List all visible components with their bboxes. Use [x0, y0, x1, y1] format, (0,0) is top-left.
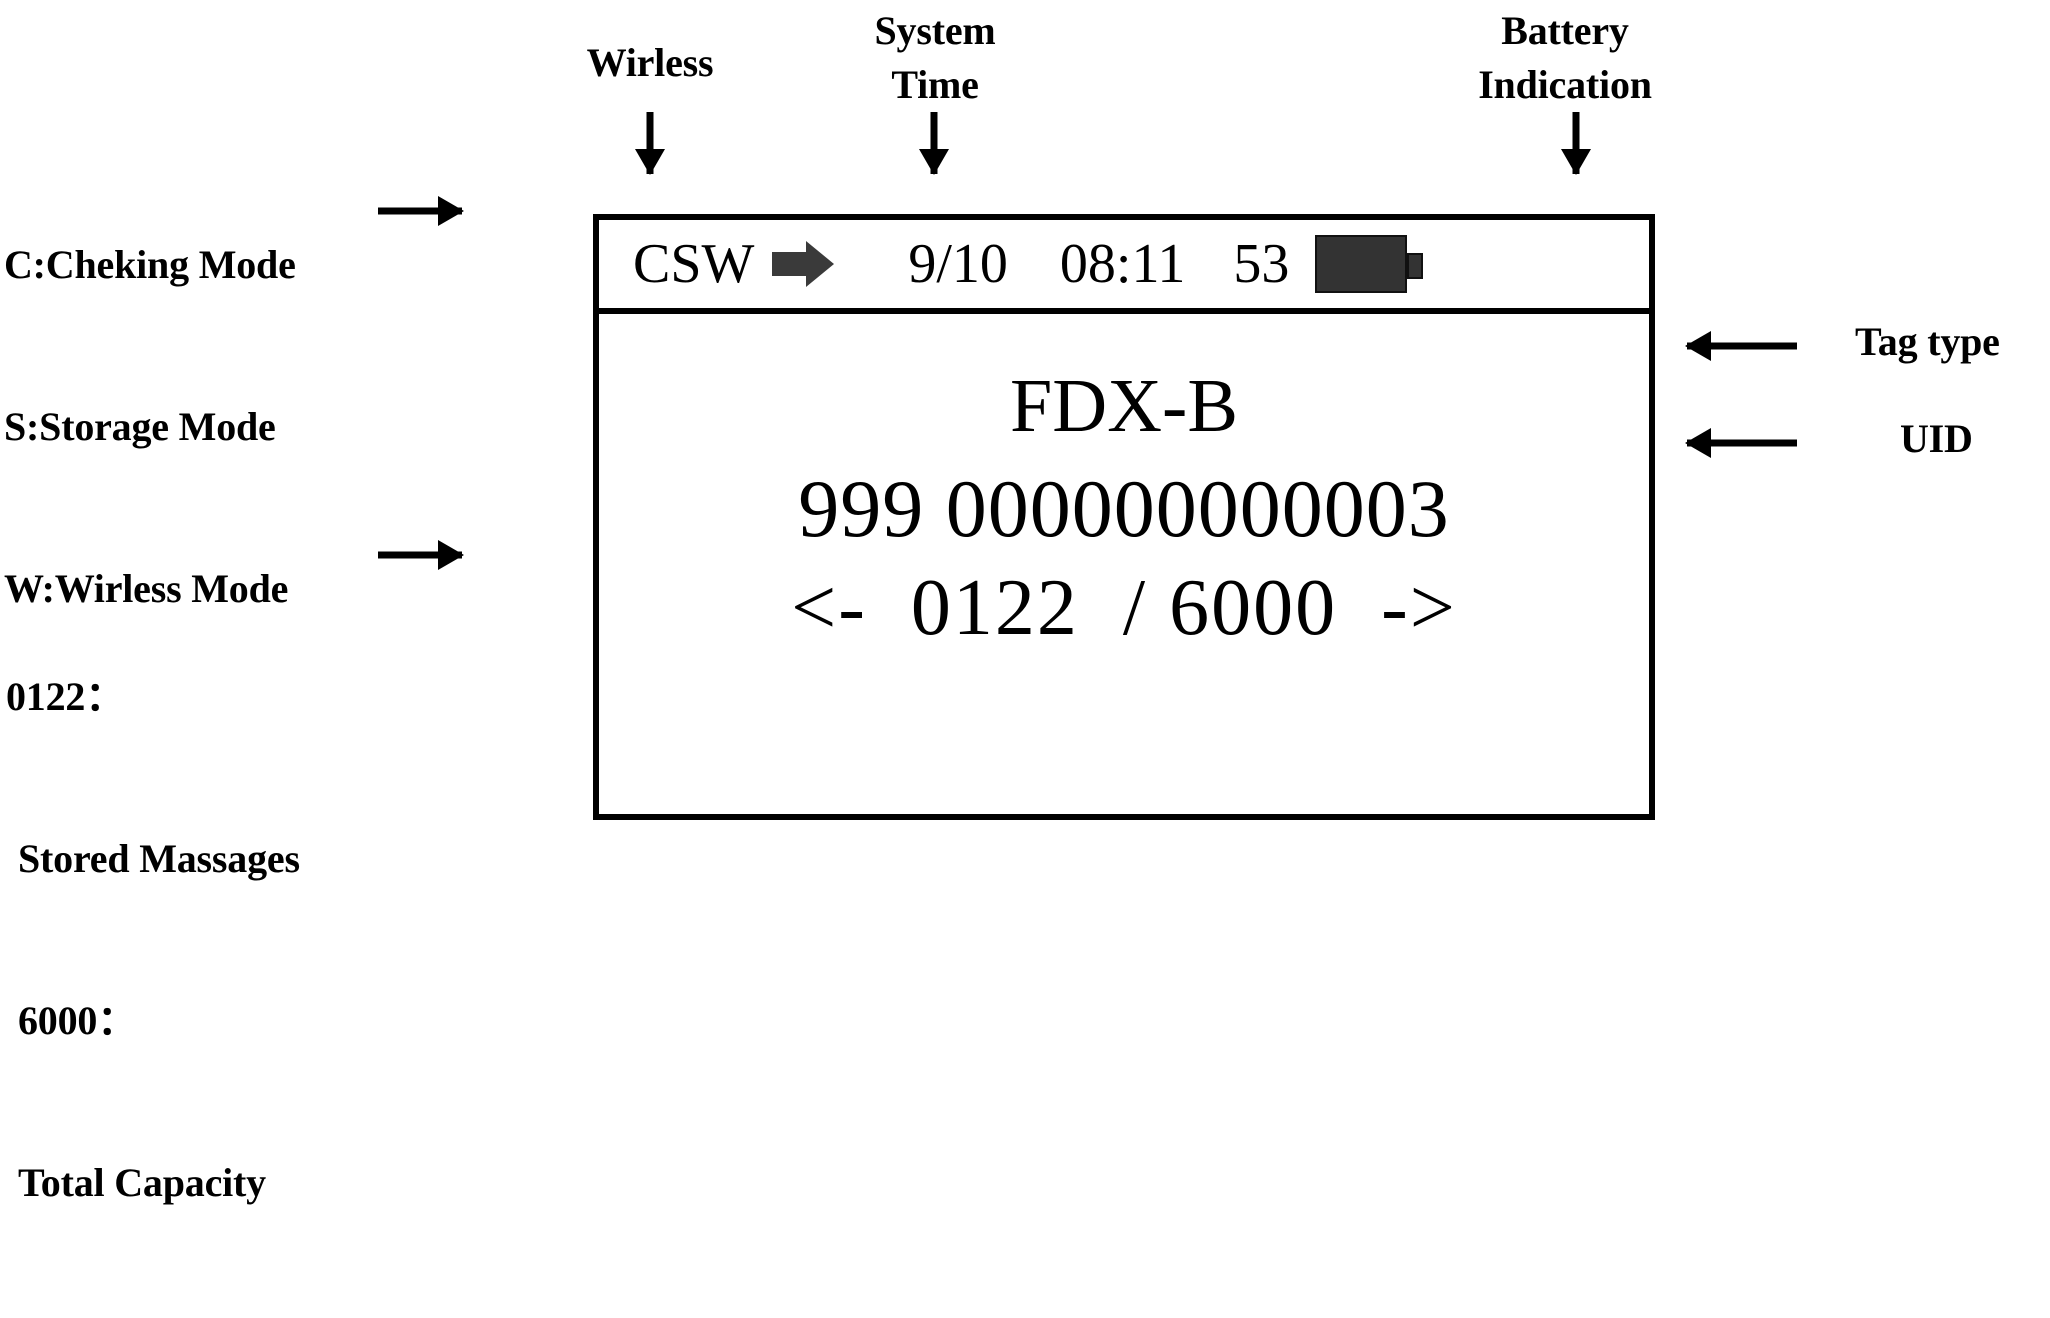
capacity-legend: 0122： Stored Massages 6000： Total Capaci…	[6, 562, 438, 1318]
battery-nub	[1407, 253, 1424, 279]
capacity-legend-total-value: 6000：	[18, 998, 137, 1043]
capacity-legend-stored-label: Stored Massages	[18, 836, 300, 881]
battery-icon	[1315, 235, 1424, 293]
callout-wireless-label: Wirless	[586, 40, 714, 85]
status-time: 08:11	[1059, 233, 1186, 295]
arrow-shaft	[378, 551, 462, 559]
arrow-tip	[806, 241, 835, 287]
status-mode-letters: CSW	[633, 233, 755, 295]
capacity-legend-stored-value: 0122：	[6, 674, 125, 719]
uid-value: 999 000000000003	[798, 463, 1450, 554]
arrow-head	[438, 196, 464, 226]
battery-shell	[1315, 235, 1408, 293]
arrow-shaft	[1572, 112, 1580, 174]
lcd-screen: CSW 9/10 08:11 53 FDX-B 999 000000000003…	[593, 214, 1655, 820]
record-nav[interactable]: <- 0122 / 6000 ->	[791, 564, 1457, 652]
callout-system-time-label: System Time	[874, 8, 996, 107]
arrow-left-tag-type-icon	[1685, 331, 1797, 361]
arrow-head	[919, 149, 949, 175]
status-battery-percent: 53	[1233, 233, 1290, 295]
capacity-legend-total-label: Total Capacity	[18, 1160, 266, 1205]
tag-type-value: FDX-B	[1009, 364, 1239, 448]
mode-legend-line-checking: C:Cheking Mode	[4, 242, 296, 287]
arrow-shaft	[378, 207, 462, 215]
diagram-canvas: C:Cheking Mode S:Storage Mode W:Wirless …	[4, 8, 2000, 1205]
arrow-down-wireless-icon	[633, 112, 667, 175]
mode-legend-line-storage: S:Storage Mode	[4, 404, 276, 449]
mode-legend: C:Cheking Mode S:Storage Mode W:Wirless …	[4, 130, 424, 724]
arrow-head	[635, 149, 665, 175]
arrow-head	[1561, 149, 1591, 175]
arrow-down-system-time-icon	[917, 112, 951, 175]
mode-legend-line-wireless: W:Wirless Mode	[4, 566, 289, 611]
arrow-right-mode-legend-icon	[378, 196, 464, 226]
arrow-body	[772, 252, 809, 276]
arrow-shaft	[1687, 439, 1797, 447]
arrow-left-uid-icon	[1685, 428, 1797, 458]
arrow-down-battery-icon	[1559, 112, 1593, 175]
callout-tag-type-label: Tag type	[1855, 319, 2000, 364]
status-date: 9/10	[908, 233, 1008, 295]
arrow-head	[438, 540, 464, 570]
lcd-main-area: FDX-B 999 000000000003 <- 0122 / 6000 ->	[599, 366, 1649, 866]
wireless-arrow-icon	[772, 241, 835, 287]
arrow-head	[1685, 428, 1711, 458]
callout-battery-label: Battery Indication	[1478, 8, 1652, 107]
arrow-head	[1685, 331, 1711, 361]
arrow-right-capacity-legend-icon	[378, 540, 464, 570]
arrow-shaft	[930, 112, 938, 174]
lcd-status-bar: CSW 9/10 08:11 53	[599, 220, 1649, 314]
arrow-shaft	[646, 112, 654, 174]
arrow-shaft	[1687, 342, 1797, 350]
callout-uid-label: UID	[1900, 416, 1973, 461]
